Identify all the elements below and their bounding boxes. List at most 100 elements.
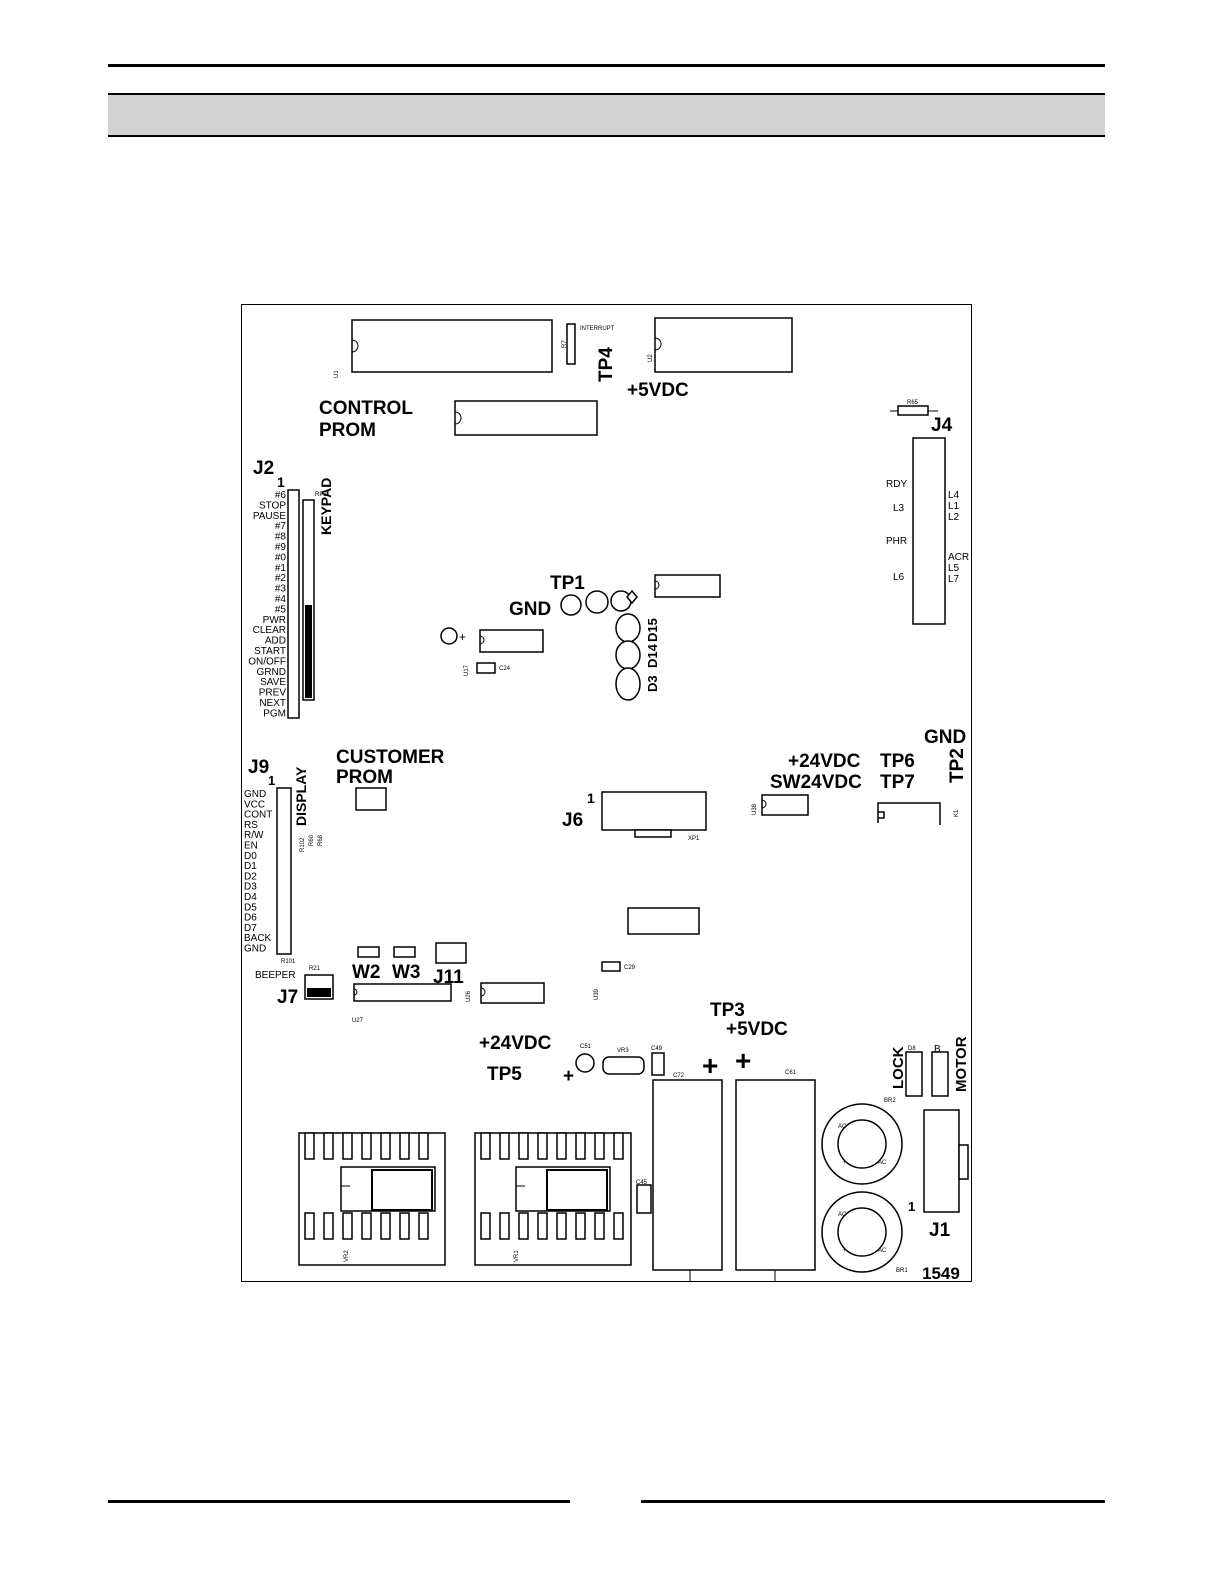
svg-text:+: +	[459, 630, 466, 644]
svg-text:L3: L3	[893, 503, 905, 514]
svg-text:+: +	[735, 1045, 751, 1076]
keypad-pin-label: PAUSE	[253, 511, 286, 522]
connector-motor	[931, 1051, 949, 1097]
regulator-pin	[556, 1212, 567, 1240]
diode-d15	[615, 613, 641, 643]
ic-u38	[761, 794, 809, 816]
keypad-pin-label: #3	[275, 584, 287, 595]
capacitor-electrolytic	[440, 627, 458, 645]
ic-u1: U1	[334, 319, 553, 378]
resistor-r7: R7 INTERRUPT	[562, 323, 615, 365]
label-gnd-right: GND	[924, 727, 966, 748]
label-j2-pin1: 1	[277, 474, 285, 490]
connector-j2	[287, 489, 300, 719]
label-24vdc-bottom: +24VDC	[479, 1033, 552, 1054]
keypad-pin-label: #7	[275, 521, 287, 532]
svg-text:U2: U2	[648, 354, 654, 362]
regulator-vr2: VR2	[298, 1132, 446, 1266]
circuit-board-outline	[241, 304, 972, 1282]
keypad-pin-label: GRND	[257, 667, 286, 678]
label-j9-pin1: 1	[268, 773, 275, 788]
label-beeper: BEEPER	[255, 970, 296, 981]
label-control: CONTROL	[319, 398, 413, 419]
keypad-pin-label: #0	[275, 552, 287, 563]
regulator-pin	[304, 1132, 315, 1160]
regulator-pin	[518, 1132, 529, 1160]
display-pin-label: D7	[244, 923, 257, 934]
label-tp5: TP5	[487, 1064, 522, 1085]
keypad-pin-label: NEXT	[259, 698, 286, 709]
footer-rule-right	[641, 1500, 1105, 1503]
ic-top-right-small	[654, 574, 721, 598]
regulator-pin	[361, 1132, 372, 1160]
regulator-pin	[480, 1212, 491, 1240]
svg-text:C72: C72	[673, 1073, 685, 1079]
display-pin-label: D4	[244, 892, 257, 903]
svg-text:U26: U26	[466, 990, 472, 1002]
diode-d3	[615, 667, 641, 701]
svg-text:+: +	[843, 1160, 847, 1166]
keypad-pin-label: ON/OFF	[248, 656, 286, 667]
regulator-pin	[418, 1212, 429, 1240]
label-j7: J7	[277, 987, 298, 1008]
svg-text:XP1: XP1	[688, 836, 700, 842]
label-tp6: TP6	[880, 751, 915, 772]
connector-j4	[912, 437, 946, 625]
regulator-pin	[342, 1212, 353, 1240]
keypad-pin-label: #2	[275, 573, 287, 584]
resistor-r65: R65	[890, 400, 938, 416]
label-keypad: KEYPAD	[318, 478, 334, 535]
label-gnd-center: GND	[509, 599, 551, 620]
regulator-pin	[613, 1212, 624, 1240]
regulator-pin	[399, 1132, 410, 1160]
svg-text:U38: U38	[752, 803, 758, 815]
keypad-pin-list: #6STOPPAUSE#7#8#9#0#1#2#3#4#5PWRCLEARADD…	[248, 490, 286, 719]
svg-text:R60: R60	[309, 834, 315, 846]
label-prom: PROM	[319, 420, 376, 441]
display-pin-label: R/W	[244, 830, 264, 841]
regulator-pin	[380, 1212, 391, 1240]
svg-text:VR2: VR2	[344, 1250, 350, 1262]
svg-text:L5: L5	[948, 563, 960, 574]
svg-text:VR3: VR3	[617, 1048, 629, 1054]
resistor-pack-rp2	[302, 499, 315, 701]
svg-text:C29: C29	[624, 965, 636, 971]
header-band	[108, 93, 1105, 137]
label-board-number: 1549	[922, 1264, 960, 1283]
keypad-pin-label: #4	[275, 594, 287, 605]
display-pin-label: GND	[244, 944, 266, 955]
svg-text:K1: K1	[954, 809, 960, 817]
relay-k1	[877, 802, 941, 825]
jumper-j11-body	[435, 942, 467, 964]
label-tp7: TP7	[880, 772, 915, 793]
label-motor: MOTOR	[953, 1036, 970, 1092]
ic-middle-lower	[627, 907, 700, 935]
regulator-pin	[556, 1132, 567, 1160]
svg-text:L2: L2	[948, 512, 960, 523]
regulator-pin	[304, 1212, 315, 1240]
regulator-pin	[499, 1132, 510, 1160]
label-24vdc-right: +24VDC	[788, 751, 861, 772]
svg-text:R68: R68	[318, 834, 324, 846]
keypad-pin-label: ADD	[265, 636, 286, 647]
display-pin-label: CONT	[244, 810, 272, 821]
svg-text:ACR: ACR	[948, 552, 969, 563]
display-pin-label: VCC	[244, 799, 265, 810]
keypad-pin-label: #1	[275, 563, 287, 574]
label-d3: D3	[645, 675, 660, 692]
display-pin-label: D0	[244, 851, 257, 862]
footer-rule-left	[108, 1500, 570, 1503]
svg-text:R101: R101	[281, 959, 296, 965]
svg-text:C49: C49	[651, 1046, 663, 1052]
keypad-pin-label: SAVE	[260, 677, 286, 688]
regulator-pin	[480, 1132, 491, 1160]
regulator-pin	[575, 1212, 586, 1240]
svg-text:U17: U17	[464, 664, 470, 676]
svg-text:R65: R65	[907, 400, 919, 406]
regulator-pin	[594, 1132, 605, 1160]
bridge-rectifier-br2: AC AC - +	[821, 1103, 903, 1185]
capacitor-c49	[651, 1052, 665, 1076]
keypad-pin-label: #5	[275, 604, 287, 615]
